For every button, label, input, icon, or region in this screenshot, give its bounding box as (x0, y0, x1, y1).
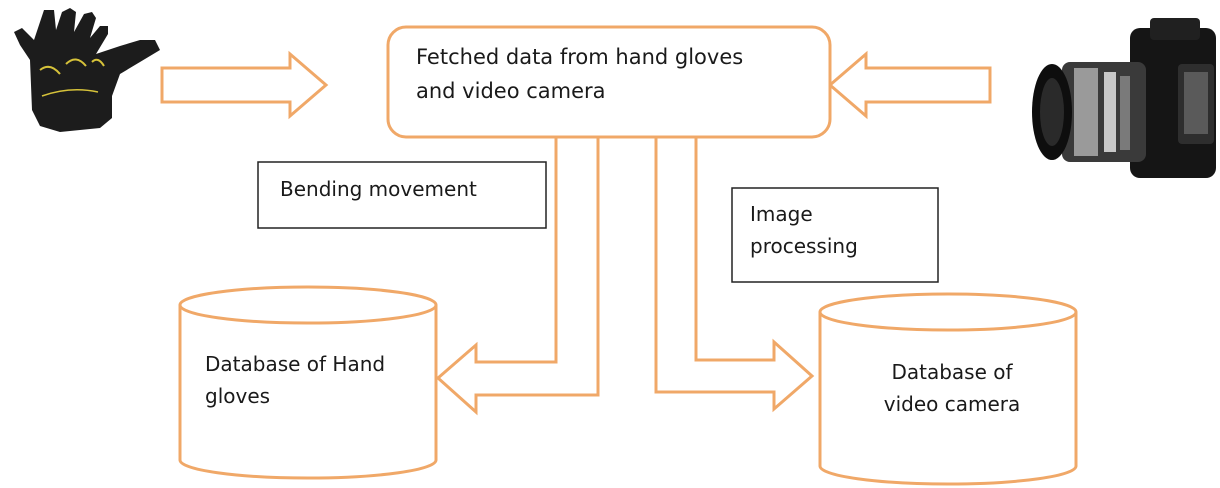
db-left-line-1: Database of Hand (205, 352, 386, 376)
video-camera-database-label: Database of video camera (862, 356, 1042, 420)
bending-movement-label: Bending movement (280, 177, 477, 201)
image-processing-line-2: processing (750, 234, 858, 258)
fetched-data-label: Fetched data from hand gloves and video … (416, 40, 806, 108)
fetched-data-line-2: and video camera (416, 79, 606, 103)
arrow-to-gloves-db (435, 135, 600, 416)
bending-movement-box (257, 161, 547, 229)
video-camera-icon (1032, 18, 1216, 178)
hand-gloves-database-cylinder (178, 285, 438, 480)
db-right-line-2: video camera (883, 392, 1021, 416)
db-left-line-2: gloves (205, 384, 271, 408)
arrow-to-camera-db (654, 135, 815, 413)
image-processing-box (731, 187, 939, 283)
hand-glove-icon (14, 8, 160, 132)
image-processing-label: Image processing (750, 198, 920, 262)
fetched-data-box (386, 25, 832, 139)
db-right-line-1: Database of (891, 360, 1013, 384)
arrow-camera-to-box (827, 50, 992, 120)
fetched-data-line-1: Fetched data from hand gloves (416, 45, 744, 69)
hand-gloves-database-label: Database of Hand gloves (205, 348, 435, 412)
image-processing-line-1: Image (750, 202, 813, 226)
video-camera-database-cylinder (818, 292, 1078, 486)
arrow-glove-to-box (160, 50, 329, 120)
